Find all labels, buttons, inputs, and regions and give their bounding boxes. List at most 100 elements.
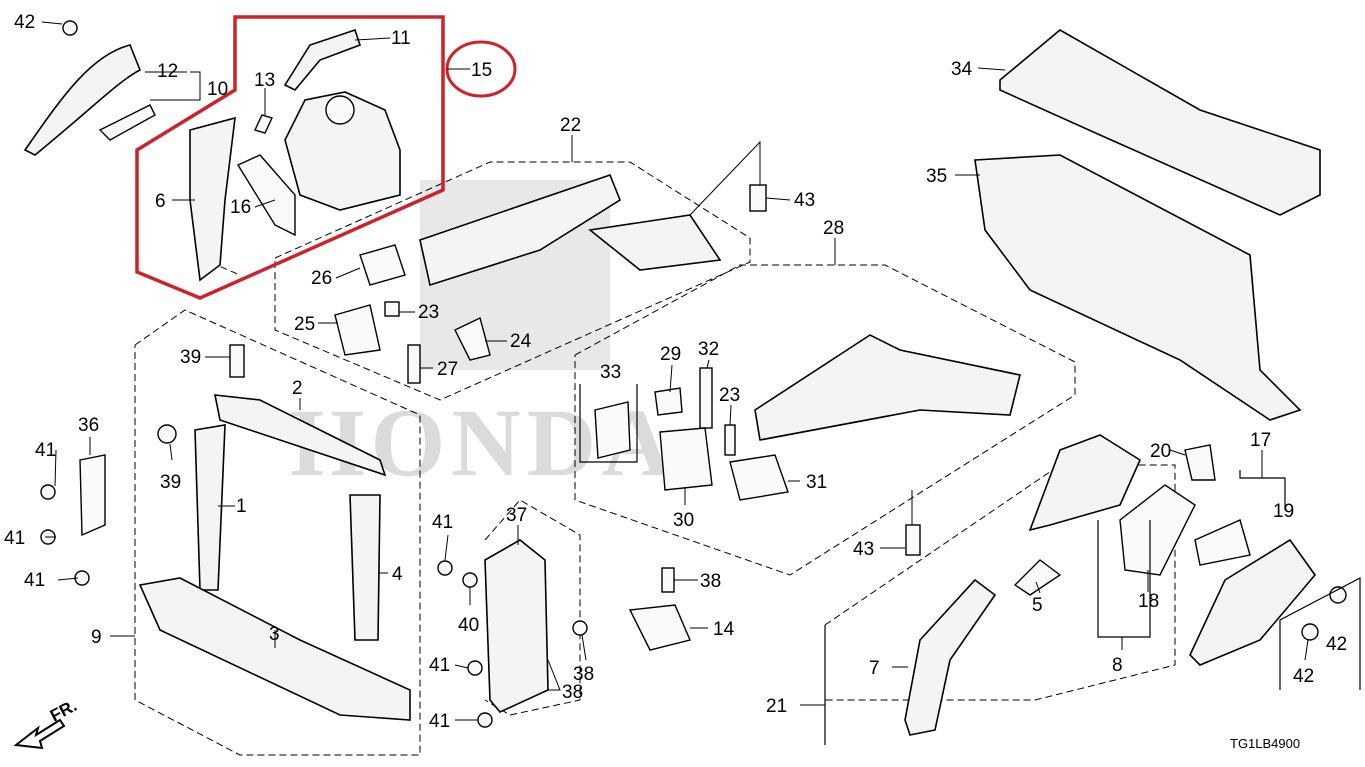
part-42-bolt-b [1301,623,1319,641]
callout-30: 30 [673,510,694,531]
part-23-stud-b [724,424,736,456]
part-11-gusset [283,28,362,91]
callout-39: 39 [160,472,181,493]
part-16-panel [236,154,296,237]
callout-24: 24 [510,331,532,352]
callout-14: 14 [713,619,735,640]
part-43-bolt-b [905,524,921,556]
callout-34: 34 [951,59,973,80]
part-13-clip [254,114,273,134]
group-37-outline [484,499,581,716]
part-1-side-post [194,424,226,591]
part-22-frame-end [588,214,722,271]
callout-7: 7 [869,658,880,679]
leader-lines [41,21,1361,745]
callout-36: 36 [78,415,99,436]
group-22-outline [274,161,751,401]
callout-41-b: 41 [4,528,25,549]
part-4-side-post [349,494,381,641]
callout-17: 17 [1250,430,1271,451]
callout-5: 5 [1032,595,1043,616]
callout-38-side: 38 [562,682,583,703]
part-39-bolt-b [157,424,177,444]
callout-38-lower: 38 [573,664,594,685]
callout-8: 8 [1112,655,1123,676]
callout-16: 16 [230,197,251,218]
part-18-panel [1119,484,1196,576]
part-15-housing-cap [325,95,355,125]
part-17-gusset [1194,519,1251,566]
callout-37: 37 [506,505,527,526]
callout-33: 33 [600,362,621,383]
callout-39-top: 39 [180,347,201,368]
part-38-bolt-a [572,620,588,636]
callout-42-right: 42 [1326,634,1347,655]
callout-42: 42 [14,12,35,33]
part-7-pillar [904,578,997,736]
group-9-outline [134,309,421,756]
part-26-bracket [359,244,406,286]
part-6-pillar [189,116,236,282]
callout-28: 28 [823,218,844,239]
group-28-outline [574,264,1076,576]
callout-40: 40 [458,615,479,636]
part-34-cowl-upper [999,29,1321,216]
highlight-box [135,15,445,300]
callout-4: 4 [392,564,403,585]
callout-2: 2 [292,378,303,399]
part-36-bracket [79,454,106,537]
callout-19: 19 [1273,501,1294,522]
callout-15: 15 [471,60,492,81]
callout-43: 43 [794,190,815,211]
part-37-duct [484,539,549,713]
diagram-code: TG1LB4900 [1230,736,1300,751]
callout-27: 27 [437,359,458,380]
part-15-damper-housing [284,91,401,211]
part-12-apron-upper [23,44,142,156]
callout-41-a: 41 [35,440,56,461]
part-43-bolt-a [749,184,767,212]
callout-42-lower: 42 [1293,666,1314,687]
part-28-lower-frame [754,334,1021,441]
callout-3: 3 [269,624,280,645]
callout-38-upper: 38 [700,571,721,592]
callout-29: 29 [660,344,681,365]
callout-21: 21 [766,696,787,717]
part-2-upper-tie-bar [214,394,387,477]
part-40-clip [462,572,478,588]
callout-41-d: 41 [432,512,453,533]
front-arrow-icon [13,718,66,750]
callout-41-e: 41 [429,655,450,676]
callout-23-lower: 23 [719,385,740,406]
callout-41-f: 41 [429,711,450,732]
callout-9: 9 [91,627,102,648]
part-41-clip-d [437,560,453,576]
part-25-bracket [334,304,381,356]
front-direction-label: FR. [47,696,80,726]
group-21-outline [824,464,1176,701]
callout-10: 10 [207,79,228,100]
part-housing-right [1028,434,1142,532]
part-42-bolt-a [62,20,78,36]
part-29-bracket [654,387,683,416]
part-39-bolt-a [229,344,245,378]
part-41-clip-a [40,484,56,500]
callout-43-lower: 43 [853,539,874,560]
callout-6: 6 [155,191,166,212]
part-20-cap [1184,444,1216,481]
part-5-bracket [1013,559,1062,596]
part-23-nut-a [384,301,400,317]
callout-20: 20 [1150,441,1171,462]
part-14-bracket [628,604,691,651]
callout-labels: 42 12 10 11 13 15 6 16 22 43 26 25 23 24… [4,12,1347,732]
part-3-lower-bar [138,577,411,721]
callout-32: 32 [698,339,719,360]
callout-13: 13 [254,70,275,91]
part-30-bracket [659,427,713,491]
part-41-clip-f [477,712,493,728]
part-22-frame-rail [419,173,621,287]
callout-41-c: 41 [24,570,45,591]
callout-12: 12 [157,61,178,82]
